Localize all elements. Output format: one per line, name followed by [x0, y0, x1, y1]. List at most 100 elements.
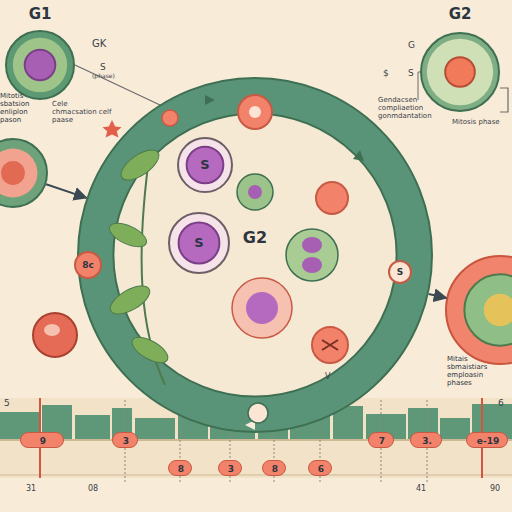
- phase-caption: Gendacsen compliaetion gonmdantation: [378, 96, 448, 120]
- ring-node: [248, 403, 268, 423]
- bracket: [500, 88, 508, 112]
- stem: [142, 150, 165, 385]
- cycle-ring: G2SS8cS: [77, 77, 433, 433]
- node-shape: [484, 294, 512, 326]
- cell-circle: S: [177, 137, 233, 193]
- ring-marker: [312, 327, 348, 363]
- node-outline: [445, 255, 512, 365]
- node-shape: [1, 161, 25, 185]
- dividing-cell: [286, 229, 338, 281]
- node-shape: [445, 57, 475, 87]
- inner-cells: [102, 120, 338, 338]
- node-outline: [420, 32, 500, 112]
- ring-arrow: [353, 150, 364, 161]
- timeline-marker: 8: [168, 460, 192, 476]
- node-label: e-19: [467, 433, 509, 449]
- node-shape: [446, 256, 512, 364]
- phase-tag: S: [100, 62, 115, 72]
- timeline-marker: 3: [112, 432, 138, 448]
- axis-number: 90: [490, 484, 506, 493]
- timeline-marker: e-19: [466, 432, 508, 448]
- node-shape: [113, 113, 396, 396]
- phase-tag: S: [408, 68, 420, 78]
- node-label: 9: [21, 433, 65, 449]
- symbol-label: $: [383, 68, 393, 78]
- timeline-marker: 3: [218, 460, 242, 476]
- phase-tag: G: [408, 40, 420, 50]
- ring-markers: [162, 95, 364, 430]
- ring-marker: [316, 182, 348, 214]
- dividing-nucleus: [302, 237, 322, 253]
- mitosis-cell: Mitais sbmaistiars emploasin phases: [445, 255, 512, 365]
- flow-arrow: [46, 184, 86, 198]
- leaf: [116, 144, 164, 186]
- small-cell: [237, 174, 273, 210]
- ring-marker-symbol: [322, 340, 338, 350]
- node-outline: [0, 138, 48, 208]
- node-shape: [78, 78, 432, 432]
- ring-marker-core: [249, 106, 261, 118]
- node-shape: [25, 50, 56, 81]
- timeline-marker: 8: [262, 460, 286, 476]
- node-label: S: [168, 212, 230, 274]
- phase-marker: 8c: [74, 251, 102, 279]
- timeline-marker: 7: [368, 432, 394, 448]
- node-shape: [389, 261, 411, 283]
- node-outline: [77, 77, 433, 433]
- node-shape: [464, 274, 512, 345]
- late-cell-nucleus: [246, 292, 278, 324]
- node-shape: [6, 31, 74, 99]
- phase-caption: Cele chmacsation celf paase: [52, 100, 114, 124]
- node-shape: [178, 138, 232, 192]
- ring-arrow: [245, 420, 255, 430]
- ring-arrow: [205, 95, 215, 105]
- leaf: [128, 332, 172, 368]
- node-label: S: [388, 260, 412, 284]
- node-label: 7: [369, 433, 395, 449]
- free-cell-nucleus: [44, 324, 60, 336]
- timeline-marker: 9: [20, 432, 64, 448]
- free-cell-body: [33, 313, 77, 357]
- node-label: 6: [309, 461, 333, 477]
- node-shape: [169, 213, 229, 273]
- node-heading: G1: [5, 6, 75, 23]
- axis-number: 08: [88, 484, 104, 493]
- node-label: S: [177, 137, 233, 193]
- node-heading: G2: [420, 6, 500, 23]
- timeline-bar: [135, 418, 175, 440]
- node-shape: [421, 33, 499, 111]
- phase-marker: S: [388, 260, 412, 284]
- node-shape: [427, 39, 493, 105]
- node-heading: Mitotis sbatsion enliplon pason: [0, 92, 50, 124]
- node-label: 3: [113, 433, 139, 449]
- leaf: [106, 280, 154, 319]
- phase-caption: Mitosis phase: [452, 118, 507, 126]
- flow-arrow: [429, 294, 447, 298]
- node-label: 8c: [74, 251, 102, 279]
- node-label: 3.: [411, 433, 443, 449]
- node-shape: [0, 149, 37, 198]
- ring-marker: [238, 95, 272, 129]
- axis-number: 6: [498, 398, 510, 408]
- node-label: 8: [169, 461, 193, 477]
- node-outline: [5, 30, 75, 100]
- node-heading: Mitais sbmaistiars emploasin phases: [447, 355, 509, 387]
- node-shape: [75, 252, 101, 278]
- axis-number: 41: [416, 484, 432, 493]
- node-shape: [0, 139, 47, 207]
- leaves: [106, 144, 172, 385]
- node-label: 3: [219, 461, 243, 477]
- axis-number: 31: [26, 484, 42, 493]
- node-shape: [13, 38, 67, 92]
- small-cell-nucleus: [248, 185, 262, 199]
- axis-number: 5: [4, 398, 14, 408]
- node-label: 8: [263, 461, 287, 477]
- free-cell: [33, 313, 77, 357]
- phase-cell: Mitotis sbatsion enliplon pason: [0, 138, 48, 208]
- cell-circle: S: [168, 212, 230, 274]
- phase-cell: G1: [5, 30, 75, 100]
- leaf: [106, 218, 150, 251]
- late-cell: [232, 278, 292, 338]
- timeline-marker: 3.: [410, 432, 442, 448]
